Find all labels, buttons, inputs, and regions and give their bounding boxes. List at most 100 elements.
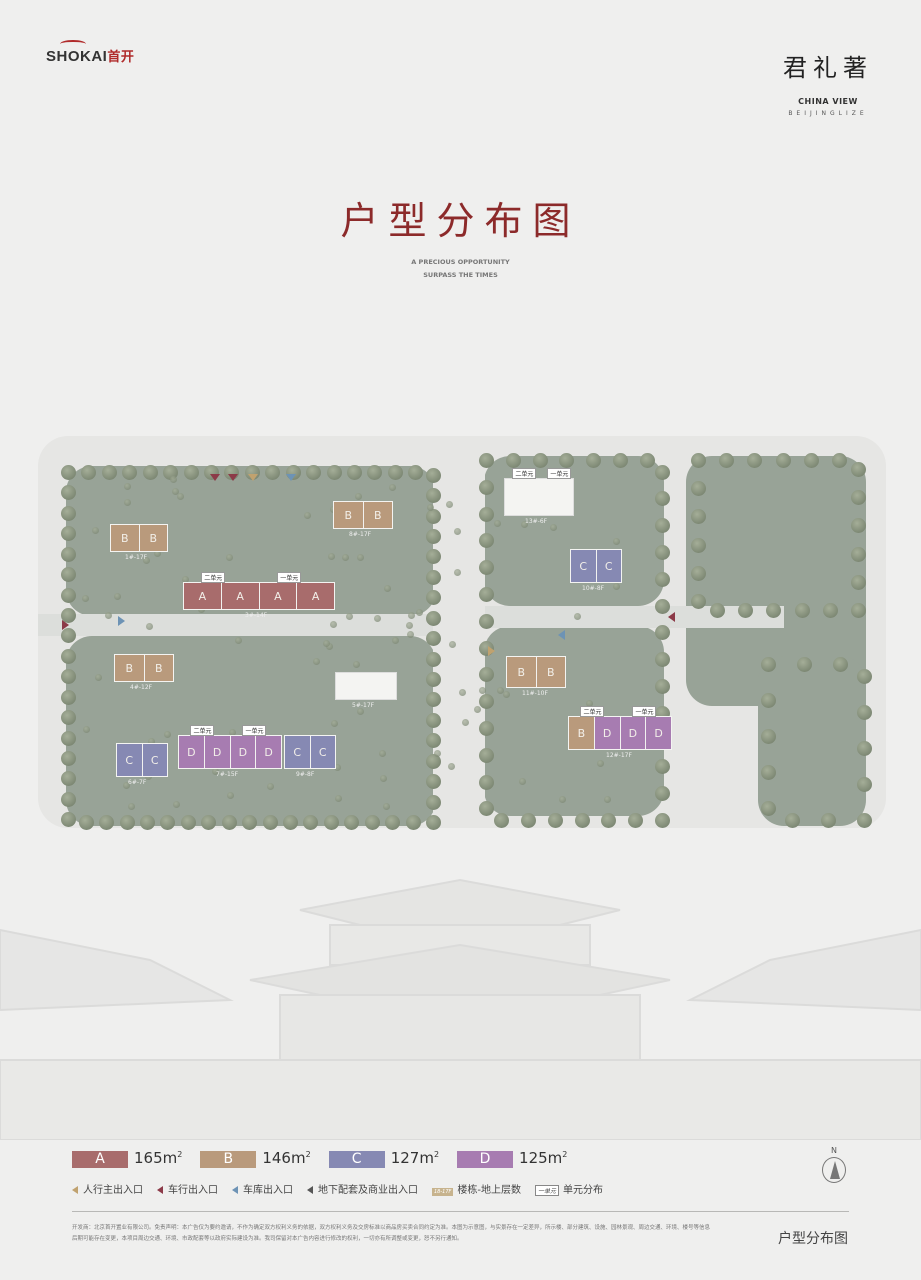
tree-icon [211,767,219,775]
unit-a: A [297,583,334,609]
tree-icon [61,567,76,583]
entrance-arrow-icon [286,474,296,481]
tree-icon [341,553,349,561]
tree-icon [655,813,670,828]
tree-icon [857,741,872,756]
tree-icon [851,518,866,534]
tree-icon [479,686,487,694]
entrance-arrow-icon [118,616,125,626]
tree-icon [479,533,494,549]
legend-vehicle-entrance: 车行出入口 [157,1181,218,1196]
tree-icon [833,657,848,672]
entrance-arrow-icon [488,646,495,656]
tree-icon [710,603,726,618]
tree-icon [597,759,605,767]
tree-icon [426,794,441,810]
tree-icon [234,637,242,645]
tree-icon [94,674,102,682]
tree-icon [408,465,424,480]
tree-icon [380,775,388,782]
tree-icon [775,453,791,468]
tree-icon [426,488,441,504]
tree-icon [639,453,655,468]
tree-icon [124,498,132,506]
tree-icon [426,733,441,749]
tree-icon [378,750,386,758]
tree-icon [574,813,590,828]
unit-tag: 一单元 [547,468,572,479]
divider [72,1211,849,1212]
tree-icon [265,465,281,480]
unit-d: D [230,736,257,768]
tree-icon [821,813,836,828]
tree-icon [170,476,178,484]
tree-icon [691,509,706,525]
tree-icon [173,801,181,809]
tree-icon [267,782,275,790]
unit-b: B [144,655,173,681]
tree-icon [182,576,190,584]
tree-icon [225,554,233,562]
unit-d: D [256,736,281,768]
tree-icon [163,465,179,480]
tree-icon [140,815,155,830]
floor-label: 9#-8F [296,771,315,778]
tree-icon [655,464,670,480]
tree-icon [797,657,812,672]
tree-icon [262,815,278,830]
tree-icon [61,465,76,480]
tree-icon [426,610,441,626]
legend-garage-entrance: 车库出入口 [232,1181,293,1196]
floor-label: 4#-12F [130,684,153,691]
tree-icon [479,613,494,629]
tree-icon [857,777,872,792]
floor-label: 12#-17F [606,752,632,759]
tree-icon [61,648,76,664]
tree-icon [785,813,800,828]
building [335,672,397,700]
tree-icon [454,568,462,576]
tree-icon [851,490,866,506]
unit-a: A [184,583,222,609]
tree-icon [655,652,670,668]
tree-icon [426,508,441,524]
tree-icon [747,453,763,468]
unit-tag: 一单元 [277,572,302,583]
unit-d: D [204,736,231,768]
tree-icon [505,453,521,468]
tree-icon [408,611,416,619]
tree-icon [352,661,360,669]
tree-icon [479,560,494,576]
unit-b: B [139,525,167,551]
tree-icon [367,465,383,480]
tree-icon [426,815,441,830]
tree-icon [81,465,97,480]
tree-icon [655,491,670,507]
tree-icon [628,813,644,828]
tree-icon [857,813,872,828]
tree-icon [426,712,441,728]
floor-label: 10#-8F [582,585,605,592]
palace-illustration [0,878,921,1140]
entrance-arrow-icon [668,612,675,622]
unit-d: D [646,717,671,749]
tree-icon [330,620,338,628]
unit-d: D [620,717,647,749]
tree-icon [61,689,76,705]
floor-label: 13#-6F [525,518,548,525]
tree-icon [426,774,441,790]
tree-icon [426,569,441,585]
tree-icon [426,529,441,544]
tree-icon [78,815,94,830]
tree-icon [344,815,360,830]
unit-c: C [596,550,621,582]
unit-c: C [117,744,143,776]
tree-icon [61,485,76,501]
tree-icon [306,465,322,480]
floor-label: 7#-15F [216,771,239,778]
tree-icon [61,669,76,685]
unit-tag: 二单元 [580,706,605,717]
tree-icon [794,603,810,618]
